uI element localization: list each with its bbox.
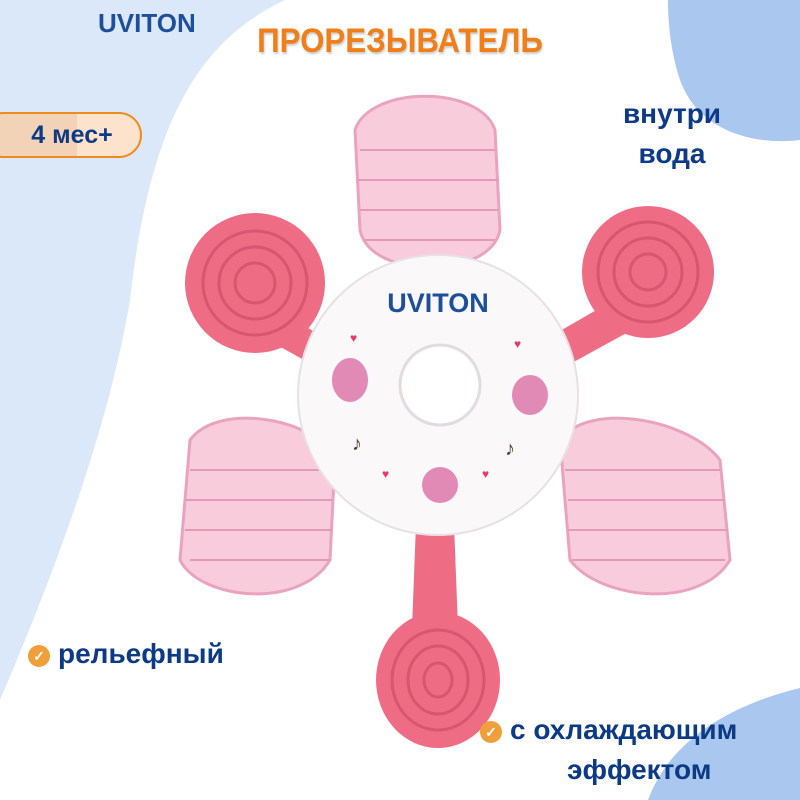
svg-text:♥: ♥ xyxy=(382,467,389,481)
age-badge-label: 4 мес+ xyxy=(31,120,113,149)
checkmark-circle-icon: ✓ xyxy=(28,644,50,667)
feature-relief: ✓ рельефный xyxy=(28,634,224,674)
page-title: ПРОРЕЗЫВАТЕЛЬ xyxy=(257,22,543,60)
bottom-right-blue-blob xyxy=(648,688,800,800)
svg-text:♥: ♥ xyxy=(514,337,521,351)
svg-text:♥: ♥ xyxy=(350,331,357,345)
svg-text:♪: ♪ xyxy=(352,433,362,455)
top-right-blue-blob xyxy=(668,0,800,142)
feature-cooling-line2: эффектом xyxy=(567,754,712,785)
age-badge: 4 мес+ xyxy=(0,112,142,158)
teether-product-image: UVITON ♥ ♥ ♥ ♥ ♪ ♪ xyxy=(178,94,732,748)
feature-water-line2: вода xyxy=(638,138,706,169)
checkmark-circle-icon: ✓ xyxy=(480,720,502,743)
feature-water-line1: внутри xyxy=(622,98,722,129)
svg-text:UVITON: UVITON xyxy=(387,288,489,318)
feature-cooling-line1: с охлаждающим xyxy=(510,714,738,745)
feature-water: внутри вода xyxy=(612,94,732,174)
left-blue-shape xyxy=(0,0,285,700)
feature-relief-label: рельефный xyxy=(58,638,224,669)
feature-cooling: ✓ с охлаждающим эффектом xyxy=(480,710,737,790)
svg-text:♥: ♥ xyxy=(482,467,489,481)
brand-logo: UVITON xyxy=(98,8,196,38)
svg-text:♪: ♪ xyxy=(505,438,515,460)
